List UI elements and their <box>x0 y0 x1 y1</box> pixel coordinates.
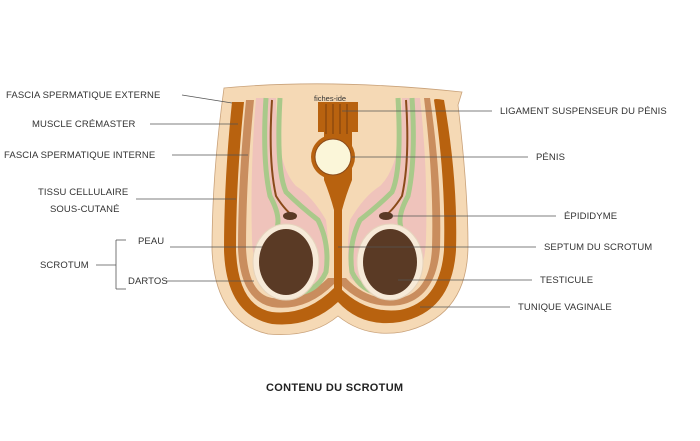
label-penis: PÉNIS <box>536 152 565 163</box>
label-muscle-cremaster: MUSCLE CRÉMASTER <box>32 119 136 130</box>
cremaster-layer <box>238 98 441 308</box>
label-testicule: TESTICULE <box>540 275 593 286</box>
label-tissu-line1: TISSU CELLULAIRE <box>38 187 128 198</box>
leader-lines <box>96 94 556 308</box>
label-fascia-interne: FASCIA SPERMATIQUE INTERNE <box>4 150 155 161</box>
label-dartos: DARTOS <box>128 276 168 287</box>
label-ligament-suspenseur: LIGAMENT SUSPENSEUR DU PÉNIS <box>500 106 667 117</box>
dartos-layer <box>224 99 457 325</box>
anatomy-illustration <box>211 83 469 335</box>
right-labels: LIGAMENT SUSPENSEUR DU PÉNIS PÉNIS ÉPIDI… <box>500 106 667 313</box>
epididymis-left <box>283 212 297 220</box>
label-septum: SEPTUM DU SCROTUM <box>544 242 652 253</box>
left-labels: FASCIA SPERMATIQUE EXTERNE MUSCLE CRÉMAS… <box>4 90 168 287</box>
label-peau: PEAU <box>138 236 164 247</box>
testicle-right <box>363 229 417 295</box>
testicle-left <box>259 229 313 295</box>
watermark-text: fiches-ide <box>314 94 346 103</box>
label-tissu-line2: SOUS-CUTANÉ <box>50 204 120 215</box>
epididymis-right <box>379 212 393 220</box>
label-epididyme: ÉPIDIDYME <box>564 211 617 222</box>
label-scrotum: SCROTUM <box>40 260 89 271</box>
label-tunique-vaginale: TUNIQUE VAGINALE <box>518 302 612 313</box>
diagram-title: CONTENU DU SCROTUM <box>266 382 403 394</box>
label-fascia-externe: FASCIA SPERMATIQUE EXTERNE <box>6 90 160 101</box>
